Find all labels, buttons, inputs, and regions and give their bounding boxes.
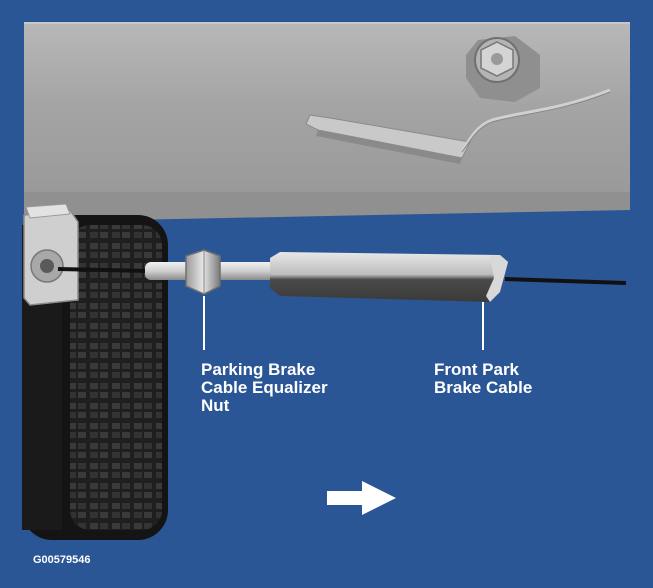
right-arrow-icon: [327, 481, 396, 515]
figure-id: G00579546: [33, 554, 91, 566]
cable-sleeve: [270, 252, 508, 302]
tire: [22, 215, 168, 540]
cable-bracket: [305, 88, 611, 164]
equalizer-nut: [185, 249, 221, 295]
label-equalizer-nut: Parking Brake Cable Equalizer Nut: [201, 360, 328, 415]
label-front-park-brake-cable: Front Park Brake Cable: [434, 360, 533, 397]
inner-cable-left: [57, 267, 151, 273]
inner-cable-right: [504, 277, 627, 285]
mounting-bolt: [466, 36, 540, 102]
cable-anchor: [23, 203, 79, 306]
